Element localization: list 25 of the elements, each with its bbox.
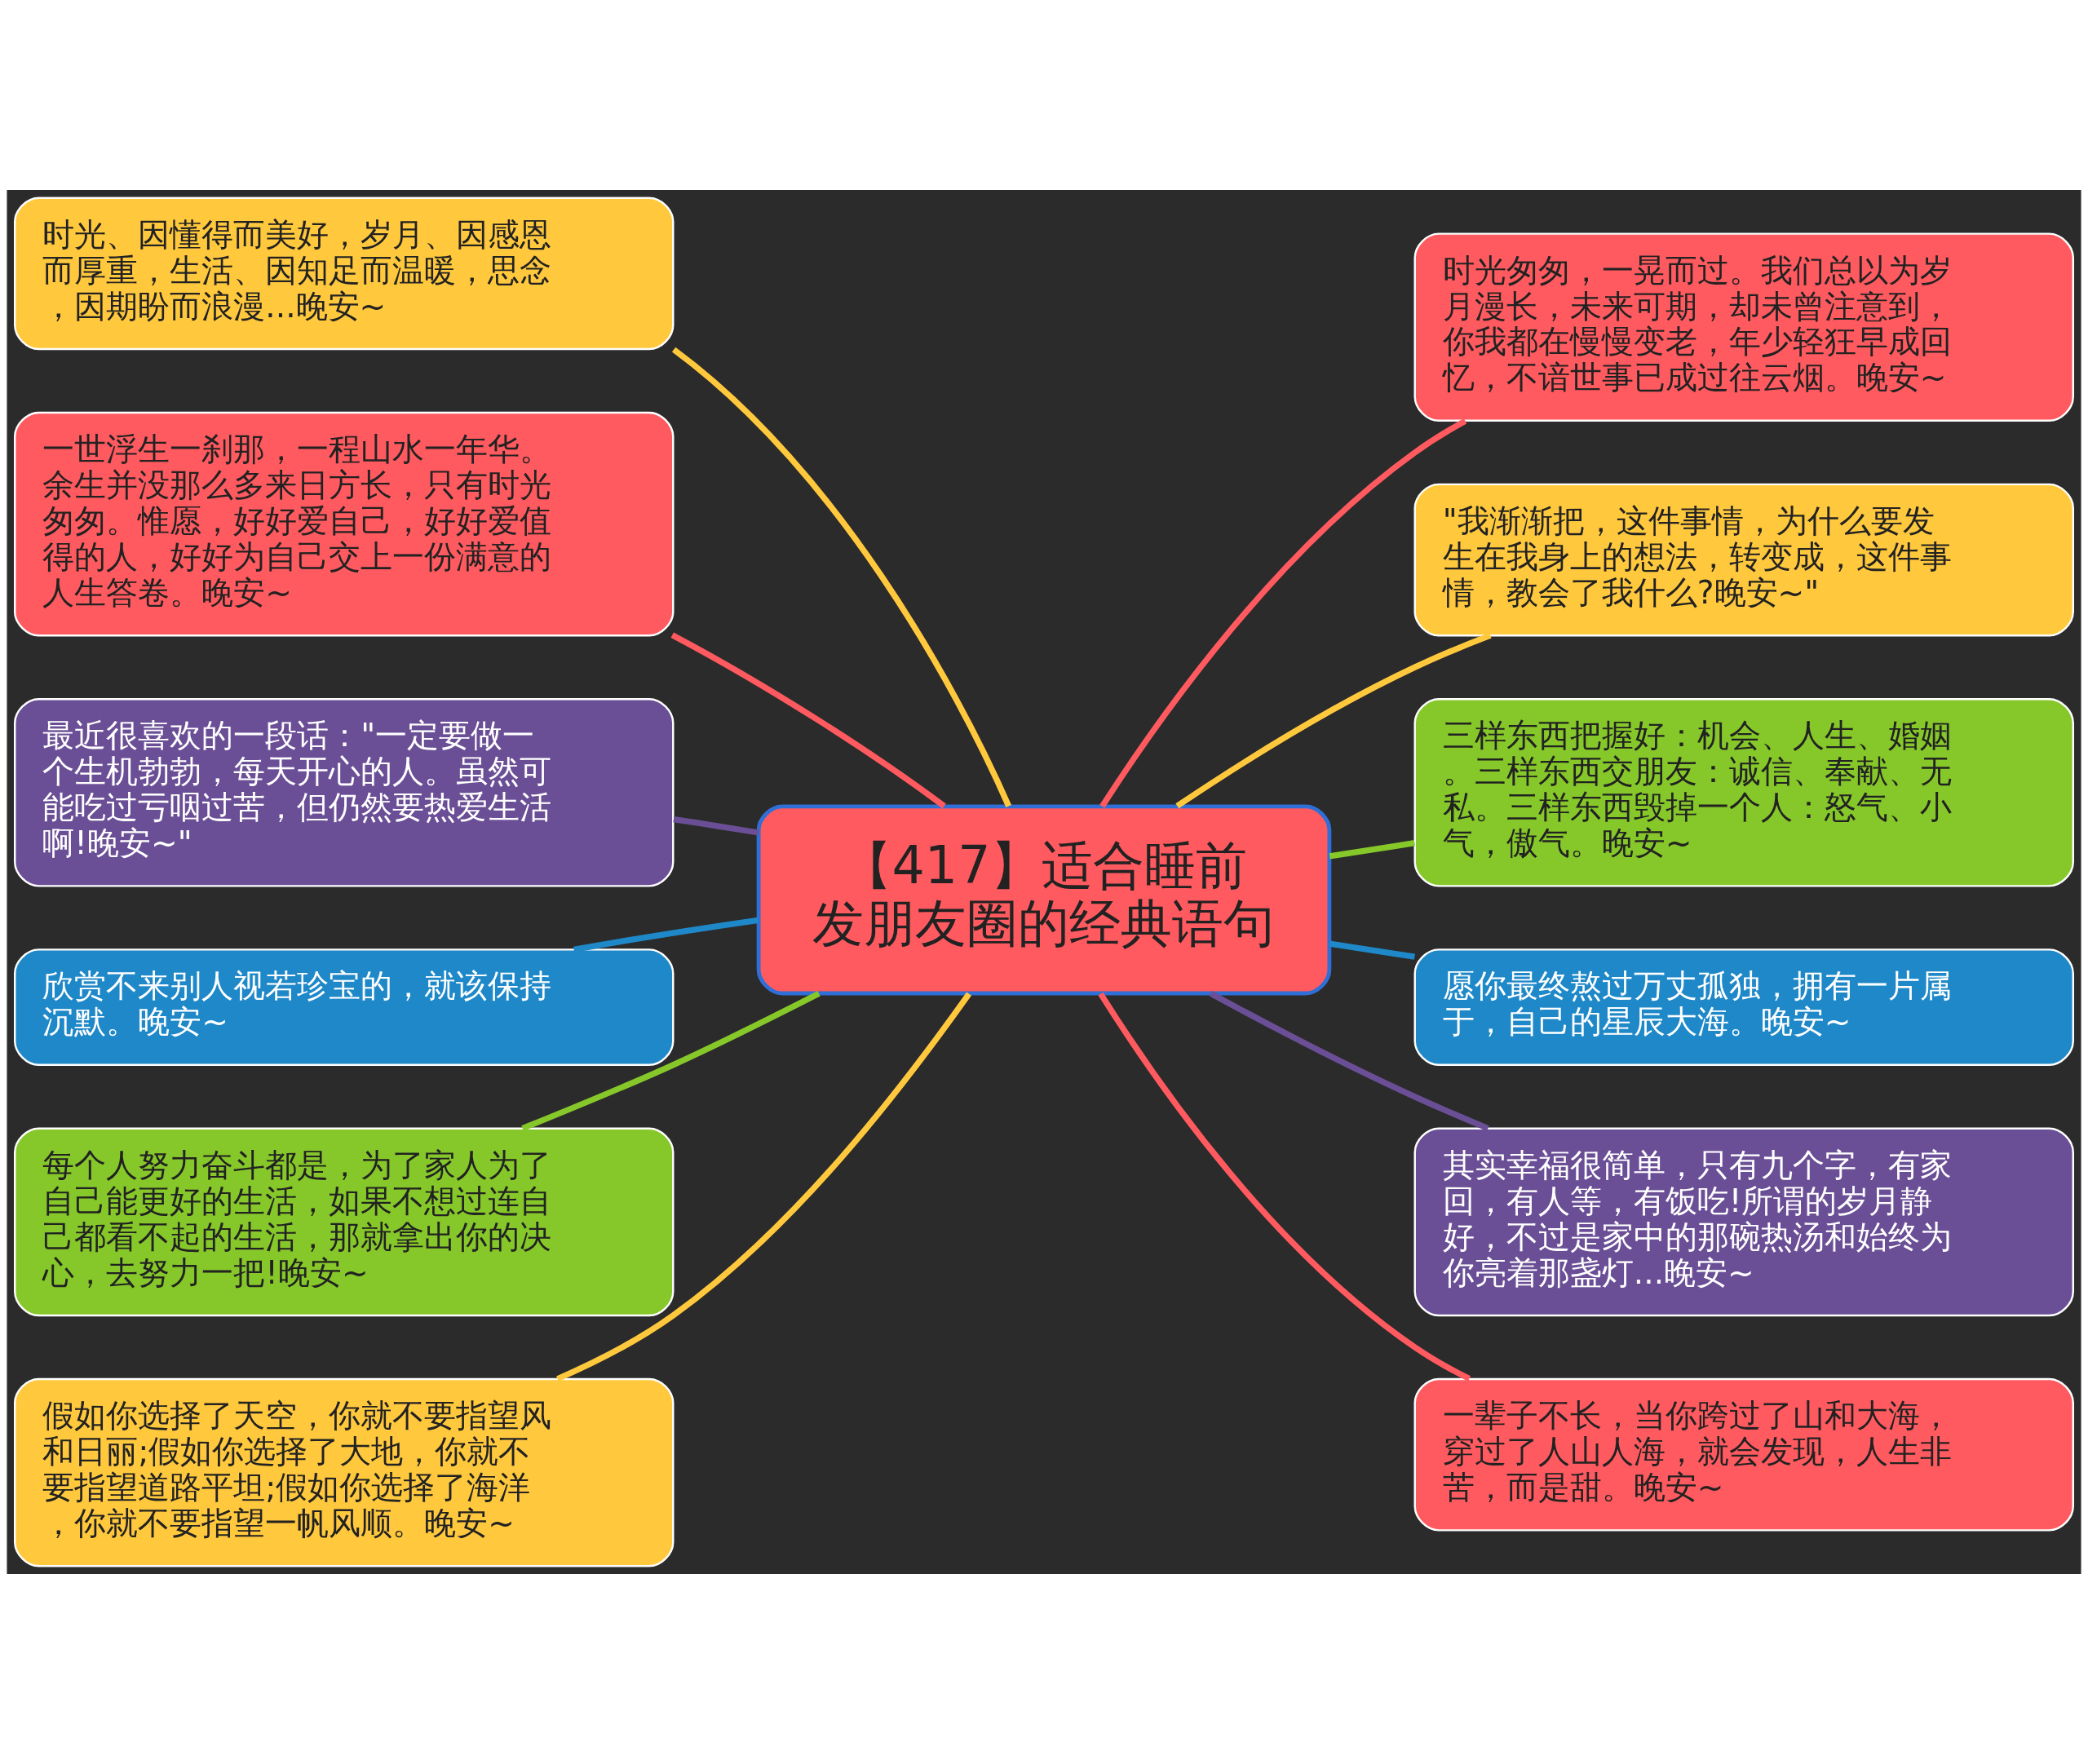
node-box: 时光、因懂得而美好，岁月、因感恩而厚重，生活、因知足而温暖，思念，因期盼而浪漫...晚安~ [14,197,675,351]
node-box: 假如你选择了天空，你就不要指望风和日丽;假如你选择了大地，你就不要指望道路平坦;假如你选择了海洋，你就不要指望一帆风顺。晚安~ [14,1377,675,1567]
connector [673,816,759,836]
node-box: 每个人努力奋斗都是，为了家人为了自己能更好的生活，如果不想过连自己都看不起的生活，那就拿出你的决心，去努力一把!晚安~ [14,1127,675,1317]
connector [1099,418,1467,808]
node-box: 欣赏不来别人视若珍宝的，就该保持沉默。晚安~ [14,948,675,1067]
connector [1098,992,1471,1382]
node-box: 时光匆匆，一晃而过。我们总以为岁月漫长，未来可期，却未曾注意到，你我都在慢慢变老，年少轻狂早成回忆，不谙世事已成过往云烟。晚安~ [1413,232,2074,422]
connector [521,991,821,1132]
connector [670,632,946,809]
connector [573,917,759,953]
node-box: 【417】适合睡前发朋友圈的经典语句 [756,804,1332,996]
node-box: 愿你最终熬过万丈孤独，拥有一片属于，自己的星辰大海。晚安~ [1413,948,2074,1067]
connector [1209,991,1489,1131]
connector [671,347,1012,807]
connector [556,992,972,1382]
node-box: "我渐渐把，这件事情，为什么要发生在我身上的想法，转变成，这件事情，教会了我什么?晚安~" [1413,483,2074,637]
connector [1329,940,1415,960]
node-box: 最近很喜欢的一段话："一定要做一个生机勃勃，每天开心的人。虽然可能吃过亏咽过苦，但仍然要热爱生活啊!晚安~" [14,697,675,887]
node-box: 一辈子不长，当你跨过了山和大海，穿过了人山人海，就会发现，人生非苦，而是甜。晚安~ [1413,1377,2074,1532]
node-box: 其实幸福很简单，只有九个字，有家回，有人等，有饭吃!所谓的岁月静好，不过是家中的那碗热汤和始终为你亮着那盏灯...晚安~ [1413,1127,2074,1317]
node-box: 一世浮生一刹那，一程山水一年华。余生并没那么多来日方长，只有时光匆匆。惟愿，好好爱自己，好好爱值得的人，好好为自己交上一份满意的人生答卷。晚安~ [14,411,675,637]
connector [1175,632,1492,809]
connector [1329,840,1415,860]
node-box: 三样东西把握好：机会、人生、婚姻。三样东西交朋友：诚信、奉献、无私。三样东西毁掉一个人：怒气、小气，傲气。晚安~ [1413,697,2074,887]
